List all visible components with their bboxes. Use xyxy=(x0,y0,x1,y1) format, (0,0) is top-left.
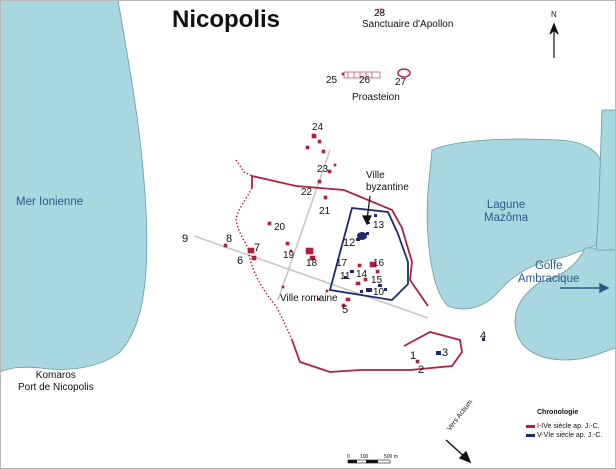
legend-item-late: V-VIe siècle ap. J.-C. xyxy=(526,432,602,439)
north-arrow-icon xyxy=(549,22,559,58)
site-number-16: 16 xyxy=(373,258,385,269)
label-komaros: Komaros Port de Nicopolis xyxy=(18,370,94,393)
site-number-8: 8 xyxy=(226,233,233,245)
site-number-21: 21 xyxy=(319,206,331,217)
label-lagune-line2: Mazôma xyxy=(484,212,529,225)
site-number-18: 18 xyxy=(306,258,318,269)
roads xyxy=(193,149,429,319)
site-number-13: 13 xyxy=(373,220,385,231)
label-ville-byzantine-line2: byzantine xyxy=(366,181,409,193)
label-mer-ionienne: Mer Ionienne xyxy=(16,196,84,208)
label-golfe: Golfe Ambracique xyxy=(518,260,579,286)
scale-tick-0: 0 xyxy=(347,454,350,460)
site-number-3: 3 xyxy=(442,347,449,359)
ville-byzantine-arrow xyxy=(362,195,372,226)
site-number-25: 25 xyxy=(326,75,338,86)
site-number-17: 17 xyxy=(336,258,348,269)
site-number-26: 26 xyxy=(359,75,371,86)
label-sanctuaire: Sanctuaire d'Apollon xyxy=(362,19,454,30)
label-proasteion: Proasteion xyxy=(352,92,400,103)
site-number-4: 4 xyxy=(480,330,487,342)
roman-walls xyxy=(251,174,463,373)
site-number-22: 22 xyxy=(301,187,313,198)
scale-bar xyxy=(347,459,391,464)
late-structures xyxy=(344,214,485,355)
site-number-27: 27 xyxy=(395,77,407,88)
ionian-sea xyxy=(0,0,148,373)
label-ville-byzantine-line1: Ville xyxy=(366,170,385,181)
site-number-10: 10 xyxy=(373,287,385,298)
site-number-9: 9 xyxy=(182,233,189,245)
actium-arrow xyxy=(445,439,472,464)
site-number-7: 7 xyxy=(254,242,261,254)
legend-label-late: V-VIe siècle ap. J.-C. xyxy=(537,432,603,439)
label-lagune-line1: Lagune xyxy=(486,199,526,211)
label-komaros-line1: Komaros xyxy=(35,370,76,381)
scale-tick-100: 100 xyxy=(360,454,369,460)
golfe-arrow xyxy=(560,282,610,294)
label-north: N xyxy=(551,10,557,19)
site-number-5: 5 xyxy=(342,304,349,316)
site-number-2: 2 xyxy=(418,364,425,376)
map-title: Nicopolis xyxy=(172,6,281,33)
label-ville-byzantine: Ville byzantine xyxy=(366,170,409,193)
legend-item-early: I-IVe siècle ap. J.-C. xyxy=(526,423,600,430)
label-lagune: Lagune Mazôma xyxy=(484,199,528,225)
site-number-20: 20 xyxy=(274,222,286,233)
label-golfe-line1: Golfe xyxy=(534,260,563,272)
legend-swatch-early xyxy=(526,424,535,428)
label-ville-romaine: Ville romaine xyxy=(280,293,338,304)
gulf-strait xyxy=(595,109,616,251)
legend-swatch-late xyxy=(526,433,535,437)
site-number-15: 15 xyxy=(371,275,383,286)
early-structures xyxy=(223,8,420,364)
site-number-28: 28 xyxy=(374,8,386,19)
lagoon-mazoma xyxy=(426,138,605,310)
ambracian-gulf xyxy=(514,247,616,361)
site-number-14: 14 xyxy=(356,269,368,280)
label-golfe-line2: Ambracique xyxy=(518,273,580,286)
site-number-23: 23 xyxy=(317,164,329,175)
site-number-1: 1 xyxy=(410,350,417,362)
site-number-11: 11 xyxy=(340,271,351,282)
byzantine-walls xyxy=(328,207,409,301)
site-number-24: 24 xyxy=(312,122,324,133)
site-number-6: 6 xyxy=(237,255,244,267)
site-number-19: 19 xyxy=(283,250,295,261)
site-number-12: 12 xyxy=(343,237,356,249)
legend-label-early: I-IVe siècle ap. J.-C. xyxy=(537,423,600,430)
scale-tick-500: 500 m xyxy=(384,454,398,460)
label-komaros-line2: Port de Nicopolis xyxy=(18,381,94,393)
legend-title: Chronologie xyxy=(537,409,579,416)
